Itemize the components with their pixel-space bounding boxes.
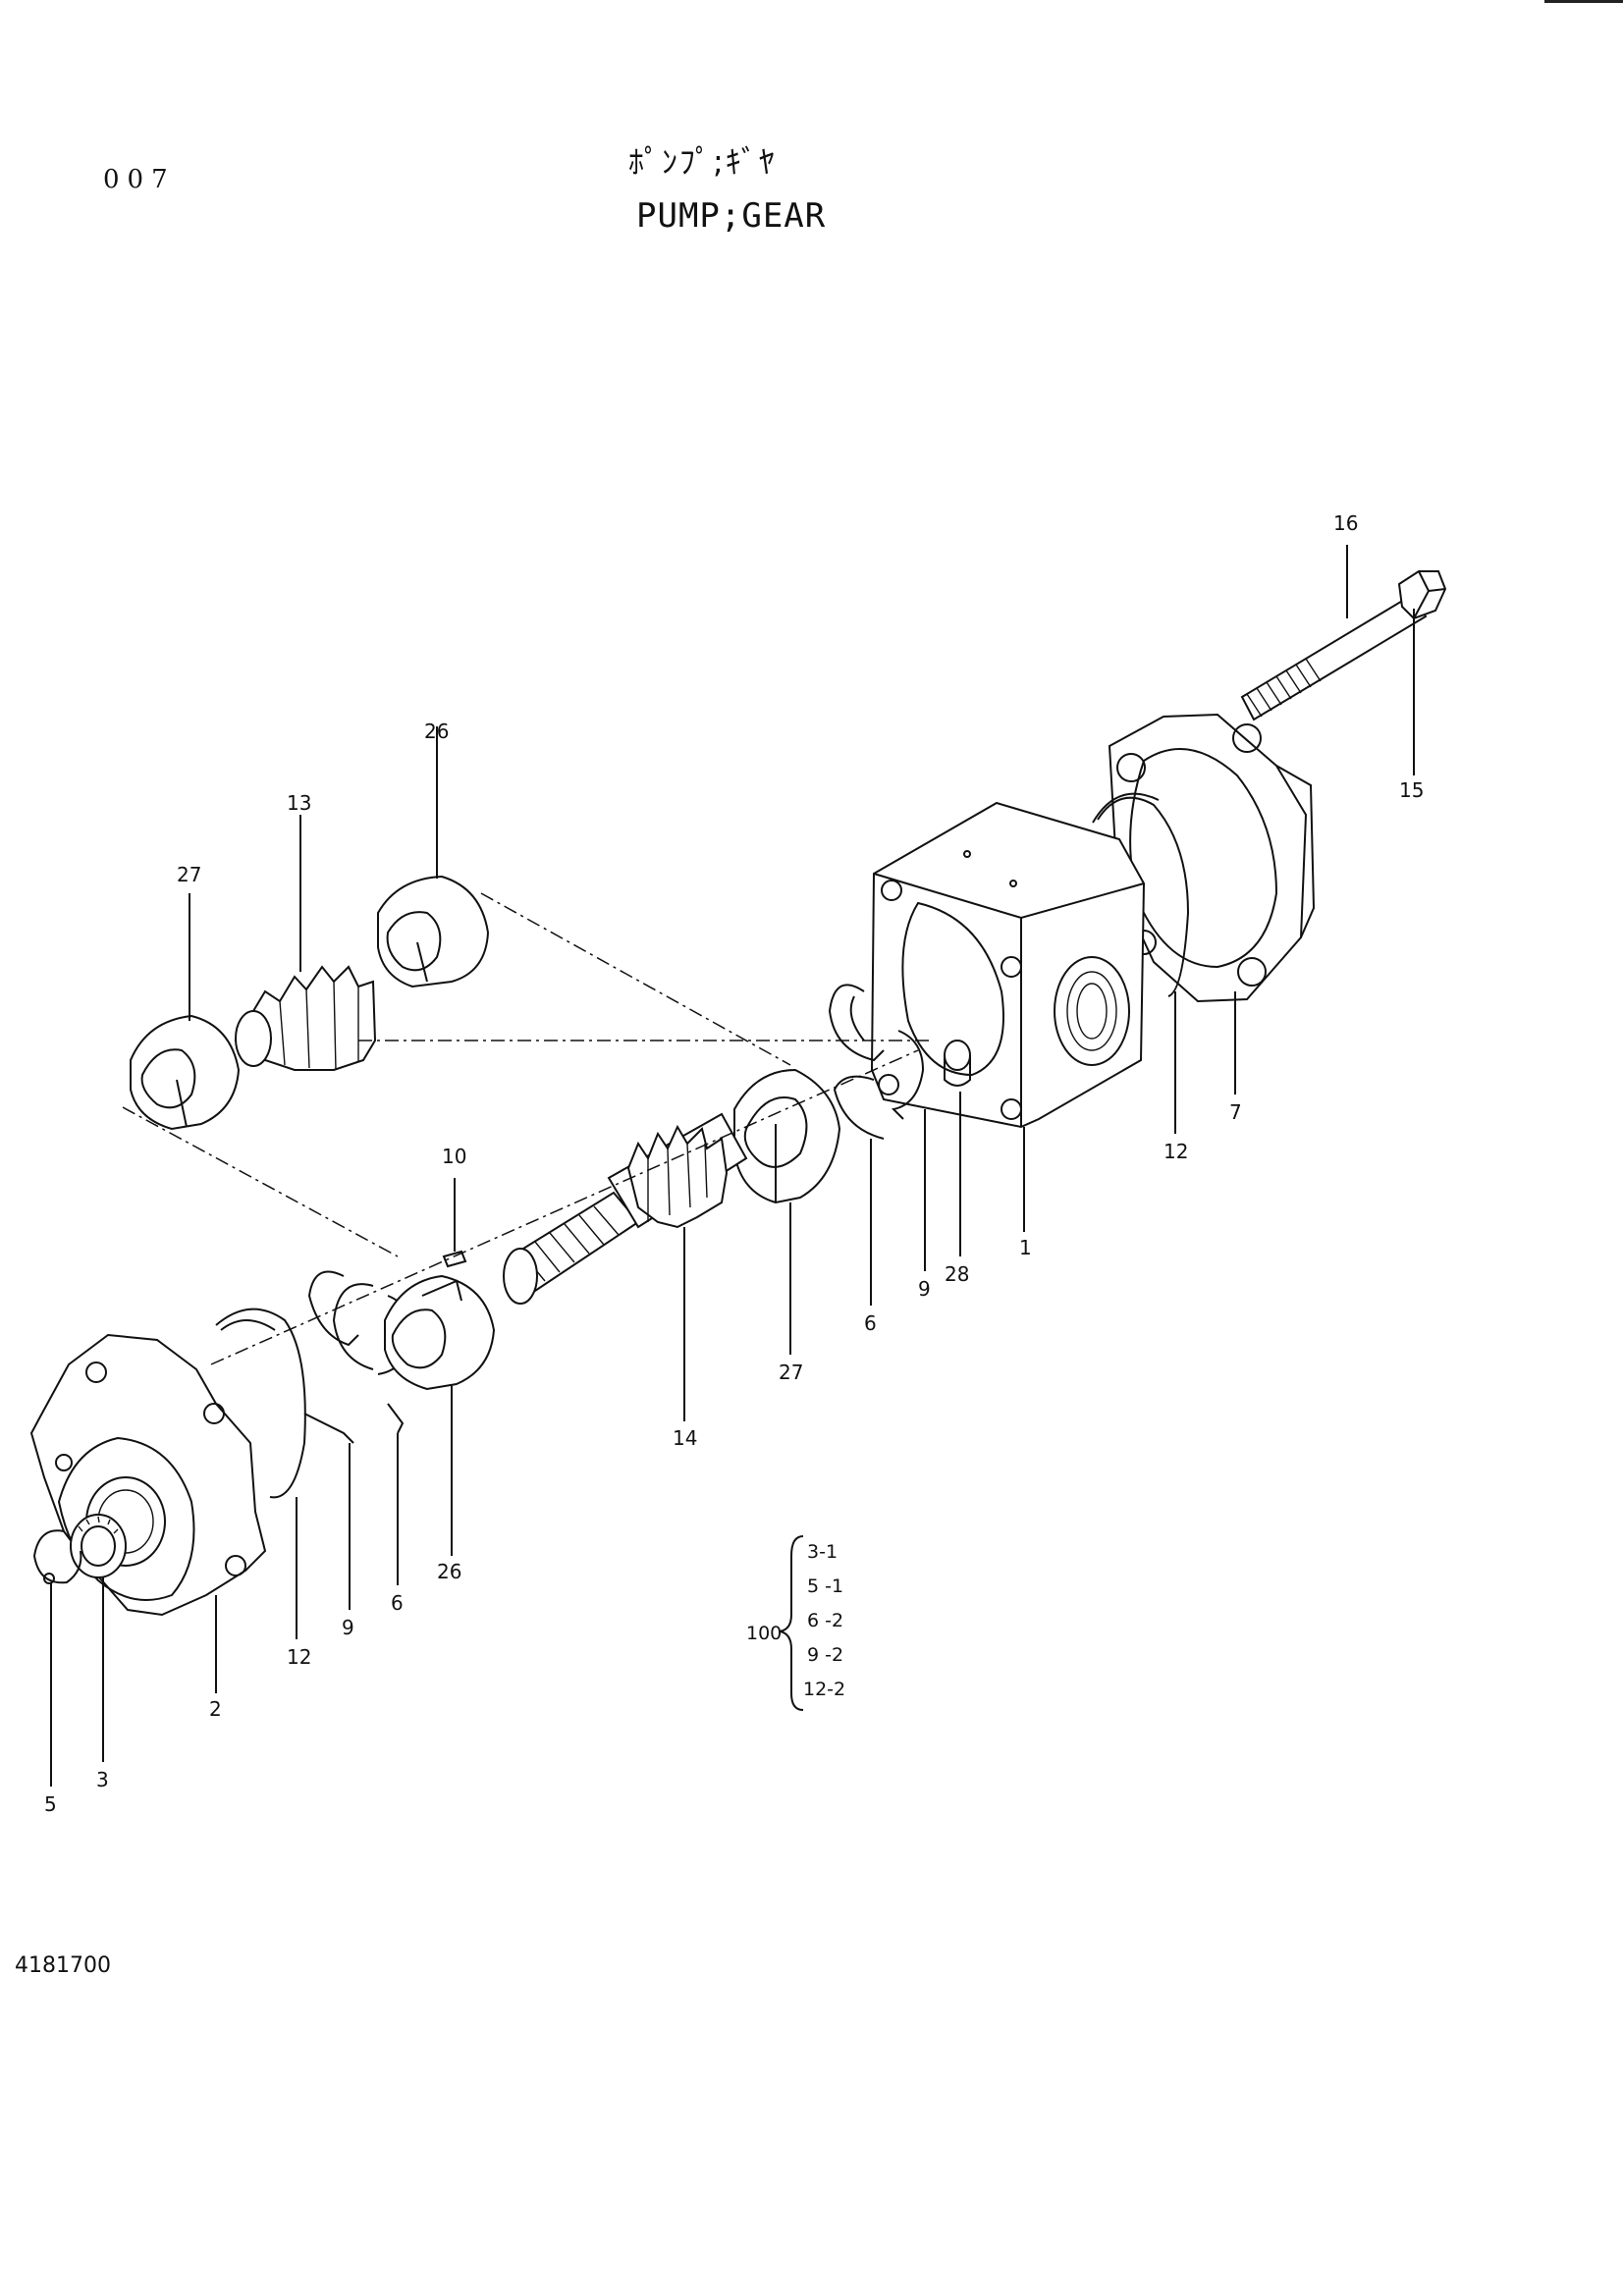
part-snap-ring [32, 1529, 82, 1584]
callout-27-centre: 27 [779, 1361, 803, 1384]
callout-12-rear: 12 [1163, 1140, 1188, 1163]
part-driven-gear [234, 965, 377, 1071]
part-o-ring-rear [1092, 792, 1190, 997]
part-bushing-upper-right [377, 875, 490, 988]
part-pump-body [870, 801, 1146, 1129]
kit-item: 12-2 [803, 1679, 845, 1700]
part-bushing-centre [733, 1068, 841, 1204]
part-bolt [1240, 570, 1447, 721]
leader-lines [50, 545, 1415, 1787]
callout-6-front: 6 [391, 1591, 404, 1615]
callout-9-front: 9 [342, 1616, 354, 1639]
part-oil-seal [70, 1514, 127, 1578]
kit-label: 100 [746, 1623, 782, 1644]
callout-26-lower: 26 [437, 1560, 461, 1583]
part-key [442, 1250, 467, 1268]
top-edge-rule [1544, 0, 1623, 3]
callout-7: 7 [1229, 1100, 1242, 1124]
callout-1: 1 [1019, 1236, 1032, 1259]
part-o-ring-front [215, 1308, 306, 1499]
callout-5: 5 [44, 1792, 57, 1816]
callout-16: 16 [1333, 511, 1358, 535]
part-bushing-upper-left [130, 1014, 241, 1131]
kit-item: 9 -2 [807, 1644, 843, 1666]
kit-list: 100 3-1 5 -1 6 -2 9 -2 12-2 [746, 1535, 845, 1711]
part-drive-gear-shaft [503, 1112, 748, 1305]
callout-27-upper: 27 [177, 863, 201, 886]
callout-26-upper: 26 [424, 720, 449, 743]
page-number: 007 [103, 165, 176, 194]
kit-item: 3-1 [807, 1541, 838, 1563]
callout-9-rear: 9 [918, 1277, 931, 1301]
callout-28: 28 [945, 1262, 969, 1286]
callout-10: 10 [442, 1145, 466, 1168]
part-front-cover [29, 1333, 267, 1617]
kit-item: 5 -1 [807, 1575, 843, 1597]
callout-13: 13 [287, 791, 311, 815]
callout-14: 14 [673, 1426, 697, 1450]
page-title-japanese: ﾎﾟﾝﾌﾟ;ｷﾞﾔ [628, 143, 777, 181]
callout-2: 2 [209, 1697, 222, 1721]
callout-3: 3 [96, 1768, 109, 1791]
part-rear-seals [828, 984, 925, 1140]
document-code: 4181700 [15, 1953, 111, 1978]
part-bushing-lower [384, 1274, 496, 1391]
kit-bracket [779, 1535, 804, 1711]
callout-labels: 16 15 26 13 27 12 7 1 28 9 6 27 10 14 26… [44, 511, 1424, 1816]
alignment-lines [122, 892, 933, 1365]
callout-12-front: 12 [287, 1645, 311, 1669]
callout-15: 15 [1399, 778, 1424, 802]
part-dowel-pin [944, 1040, 971, 1087]
page-title: PUMP;GEAR [636, 196, 827, 236]
callout-6-rear: 6 [864, 1311, 877, 1335]
kit-item: 6 -2 [807, 1610, 843, 1631]
